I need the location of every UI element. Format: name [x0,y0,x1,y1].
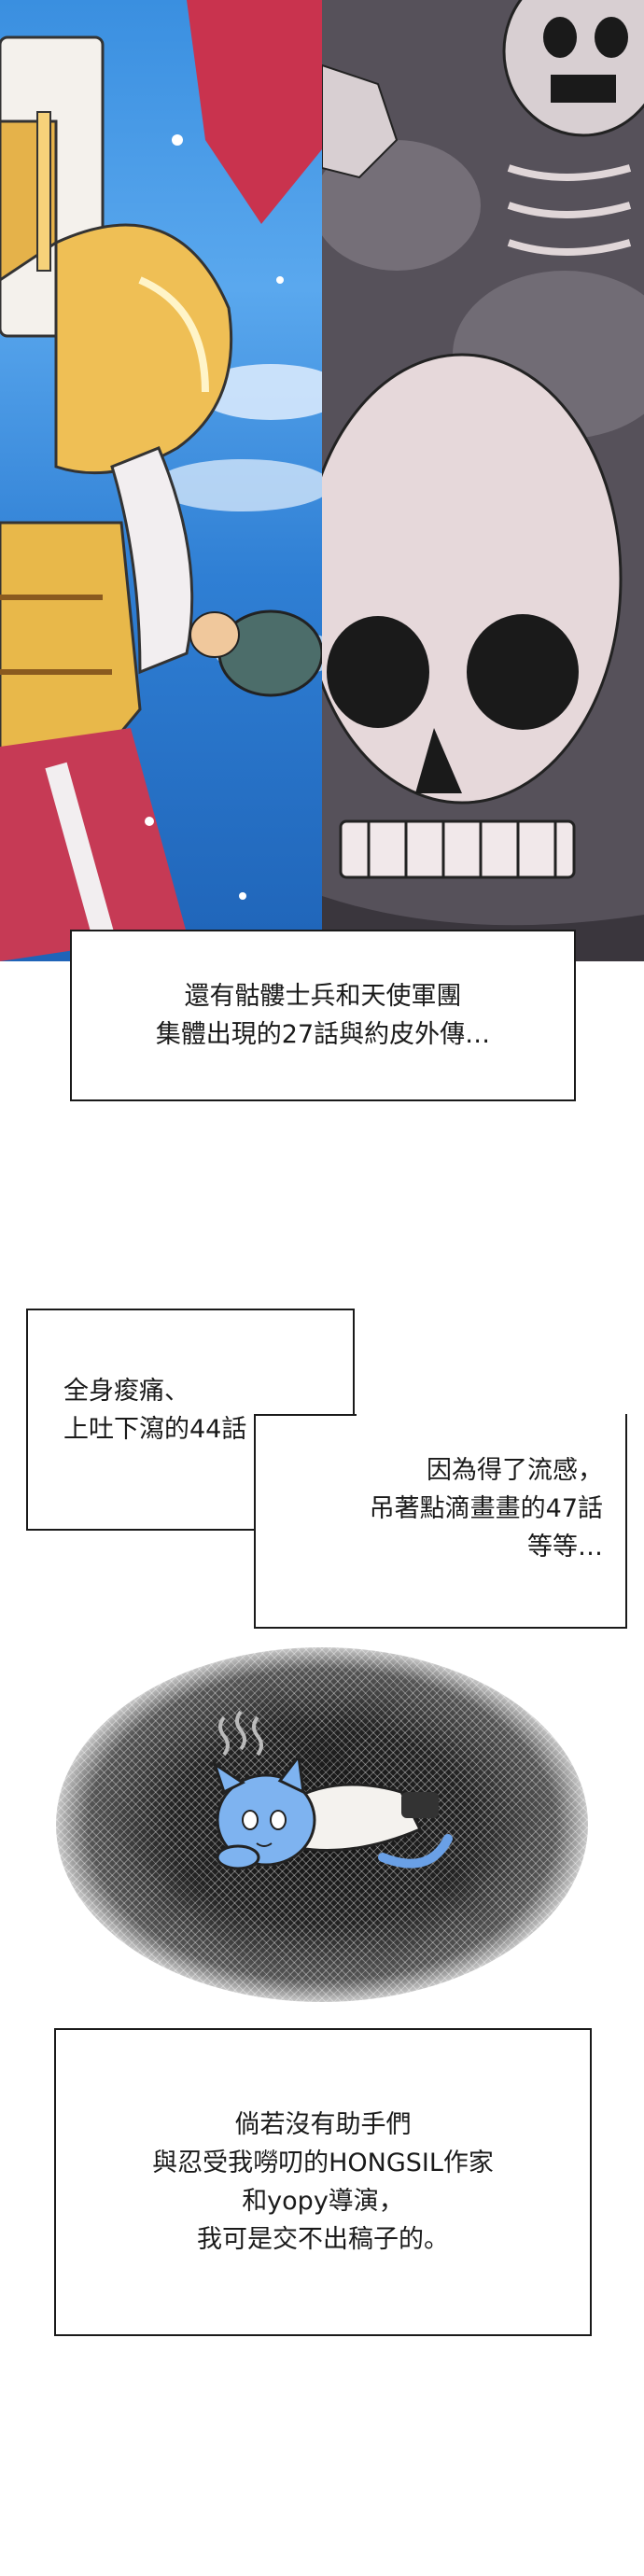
dark-hatched-background [56,1647,588,2002]
caption-line: 集體出現的27話與約皮外傳… [155,1020,491,1049]
caption-line: 還有骷髏士兵和天使軍團 [184,982,462,1011]
split-illustration-panel [0,0,644,961]
caption-box-episode-47: 因為得了流感， 吊著點滴畫畫的47話 等等… [254,1414,627,1629]
caption-line: 和yopy導演， [242,2187,404,2216]
skeleton-art [322,0,644,961]
caption-line: 全身痠痛、 [63,1377,189,1406]
caption-line: 等等… [527,1533,603,1561]
box-top-border-segment [254,1414,357,1416]
caption-line: 上吐下瀉的44話 [63,1415,247,1444]
caption-box-thanks: 倘若沒有助手們 與忍受我嘮叨的HONGSIL作家 和yopy導演， 我可是交不出… [54,2028,592,2336]
angel-knight-illustration [0,0,322,961]
caption-line: 我可是交不出稿子的。 [197,2225,449,2254]
caption-box-episode-27: 還有骷髏士兵和天使軍團 集體出現的27話與約皮外傳… [70,930,576,1101]
caption-line: 倘若沒有助手們 [234,2110,412,2139]
caption-line: 因為得了流感， [427,1456,603,1485]
angel-knight-art [0,0,322,961]
collapsed-cat-illustration [212,1710,453,1870]
skeleton-soldier-illustration [322,0,644,961]
caption-line: 與忍受我嘮叨的HONGSIL作家 [152,2149,494,2177]
caption-line: 吊著點滴畫畫的47話 [369,1494,603,1523]
